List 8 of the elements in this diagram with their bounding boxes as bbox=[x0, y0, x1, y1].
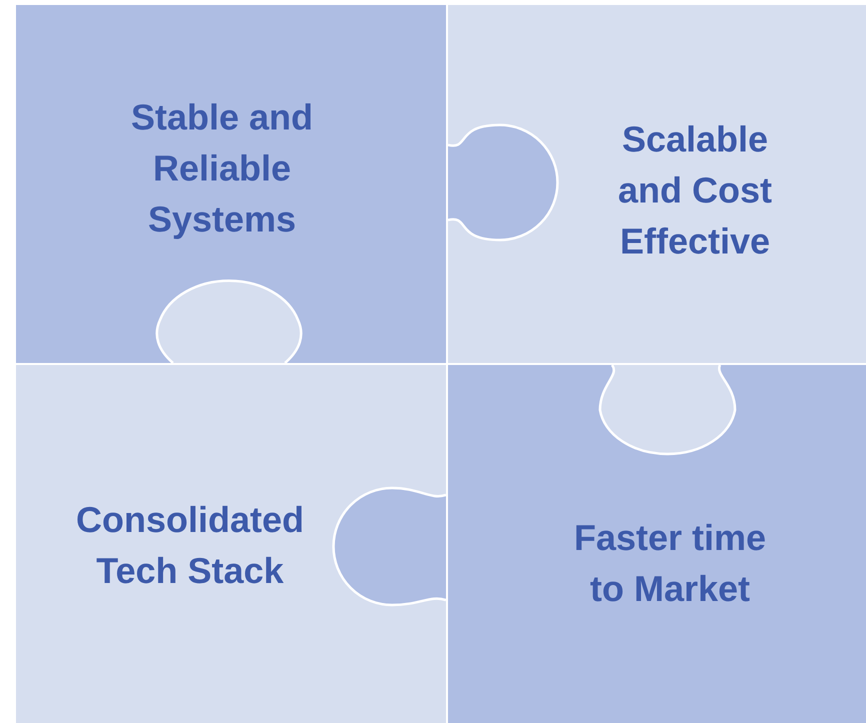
piece-label: Faster time to Market bbox=[572, 516, 768, 611]
piece-label: Consolidated Tech Stack bbox=[74, 498, 305, 593]
puzzle-piece bbox=[448, 365, 866, 723]
puzzle-piece bbox=[16, 365, 446, 723]
piece-label: Stable and Reliable Systems bbox=[130, 96, 314, 242]
puzzle-piece bbox=[448, 5, 866, 363]
puzzle-piece bbox=[16, 5, 446, 363]
piece-label: Scalable and Cost Effective bbox=[616, 118, 773, 264]
